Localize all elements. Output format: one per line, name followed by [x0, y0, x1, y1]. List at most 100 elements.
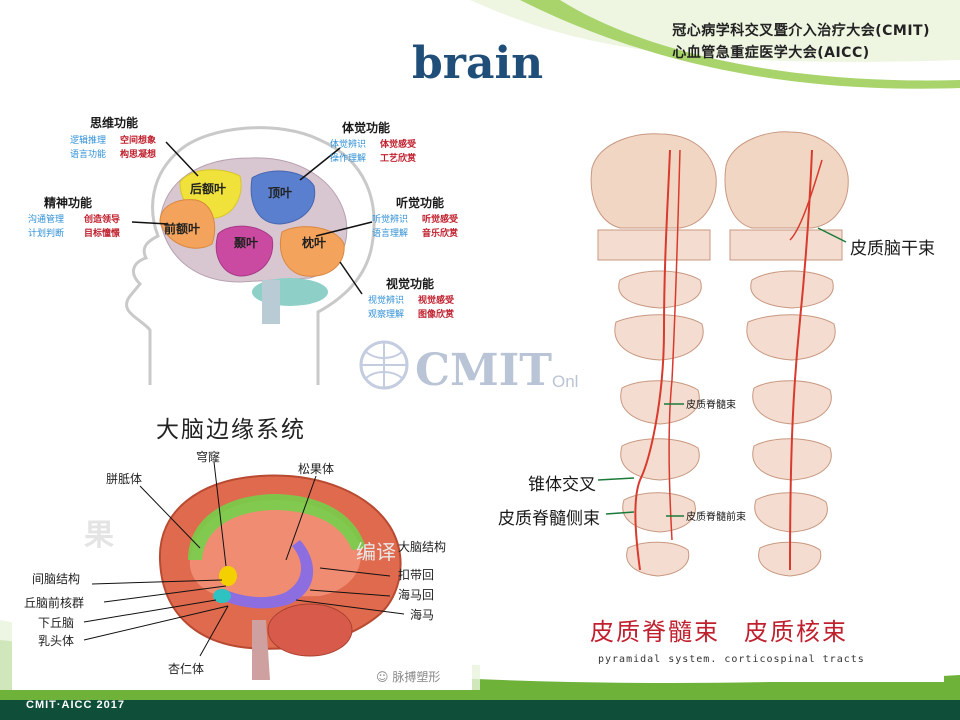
function-hearing-red-2: 音乐欣赏: [422, 229, 459, 239]
label-mammillary-body: 乳头体: [38, 634, 75, 648]
function-mental-red-2: 目标憧憬: [84, 229, 121, 239]
right-midbrain-section: [729, 229, 843, 261]
function-body-sense-blue-1: 体觉辨识: [330, 140, 367, 150]
label-anterior-thalamic-nuclei: 丘脑前核群: [24, 596, 85, 610]
function-thinking-title: 思维功能: [90, 116, 139, 130]
function-thinking-blue-2: 语言功能: [70, 150, 107, 160]
lobe-occipital: 枕叶: [302, 236, 327, 250]
pointer-line-hearing: [315, 221, 373, 237]
left-anterior-tract: [668, 149, 681, 541]
pointer-line-body-sense: [299, 147, 341, 181]
lobe-temporal: 颞叶: [234, 236, 259, 250]
pointer-line-vision: [339, 261, 363, 295]
wechat-source-label: 脉搏塑形: [392, 670, 441, 684]
label-anterior-corticospinal: 皮质脊髓前束: [686, 512, 746, 523]
left-corticospinal-tract: [634, 149, 671, 571]
lobe-parietal: 顶叶: [268, 186, 293, 200]
leader-pineal: [285, 475, 317, 561]
wechat-source: ☺ 脉搏塑形: [376, 668, 440, 685]
leader-anterior-thalamic: [103, 585, 227, 603]
pointer-lateral-tract: [605, 511, 635, 515]
function-body-sense-blue-2: 操作理解: [330, 154, 367, 164]
slide-title: brain: [412, 38, 544, 89]
label-fornix: 穹窿: [196, 450, 221, 464]
left-cerebrum-section: [590, 133, 717, 229]
lobe-prefrontal-shape: [159, 199, 216, 249]
leader-parahippocampal: [309, 589, 391, 597]
label-hypothalamus: 下丘脑: [38, 616, 75, 630]
header-line-2: 心血管急重症医学大会(AICC): [672, 45, 870, 61]
limbic-brainstem-shape: [252, 620, 270, 680]
leader-hypothalamus: [83, 599, 217, 623]
lobe-parietal-shape: [250, 170, 316, 225]
lobe-occipital-shape: [280, 226, 345, 277]
pointer-line-thinking: [165, 141, 199, 177]
leader-hippocampus: [295, 599, 405, 615]
lobe-temporal-shape: [215, 225, 274, 277]
label-pyramidal-decussation: 锥体交叉: [528, 475, 596, 495]
lobe-posterior-frontal: 后额叶: [190, 182, 227, 196]
thalamus-teal-shape: [213, 589, 231, 603]
limbic-title: 大脑边缘系统: [156, 417, 306, 443]
leader-mammillary: [83, 605, 229, 641]
function-vision-red-2: 图像欣赏: [418, 310, 455, 320]
left-midbrain-section: [597, 229, 711, 261]
label-diencephalon: 间脑结构: [32, 572, 81, 586]
function-vision-title: 视觉功能: [386, 277, 435, 291]
function-mental-blue-2: 计划判断: [28, 229, 65, 239]
cingulate-shape: [188, 494, 366, 560]
limbic-watermark-left: 果: [84, 518, 114, 553]
leader-cingulate: [319, 567, 391, 577]
function-mental-blue-1: 沟通管理: [28, 215, 65, 225]
label-pineal-body: 松果体: [298, 462, 335, 476]
cmit-globe-icon: [359, 340, 409, 390]
label-lateral-corticospinal: 皮质脊髓侧束: [498, 509, 600, 529]
label-bottom-corticospinal: 皮质脊髓束: [590, 618, 720, 646]
brainstem-shape: [262, 280, 280, 324]
watermark-cmit: CMIT: [415, 345, 553, 396]
header-line-1: 冠心病学科交叉暨介入治疗大会(CMIT): [672, 23, 930, 39]
label-bottom-corticonuclear: 皮质核束: [744, 618, 848, 646]
label-parahippocampal-gyrus: 海马回: [398, 588, 435, 602]
function-hearing-red-1: 听觉感受: [422, 215, 459, 225]
function-body-sense-red-1: 体觉感受: [380, 140, 417, 150]
hippocampus-shape: [222, 540, 314, 609]
leader-diencephalon: [91, 579, 223, 585]
tract-caption: pyramidal system. corticospinal tracts: [598, 654, 865, 665]
label-cerebral-structure: 大脑结构: [398, 540, 447, 554]
thalamus-yellow-shape: [219, 566, 237, 586]
function-hearing-title: 听觉功能: [396, 196, 445, 210]
limbic-watermark-right: 编译: [356, 540, 396, 564]
pointer-decussation: [597, 477, 635, 481]
label-corticospinal-tract: 皮质脊髓束: [686, 400, 736, 411]
conference-header: 冠心病学科交叉暨介入治疗大会(CMIT) 心血管急重症医学大会(AICC): [672, 20, 930, 64]
pointer-line-mental: [131, 221, 169, 225]
label-corticobulbar-tract: 皮质脑干束: [850, 239, 935, 259]
function-vision-red-1: 视觉感受: [418, 296, 455, 306]
label-hippocampus: 海马: [410, 608, 435, 622]
pointer-corticobulbar: [817, 227, 847, 243]
right-branch-tract: [789, 159, 823, 241]
left-spinal-sections: [614, 270, 704, 577]
leader-fornix: [213, 461, 227, 567]
footer-label: CMIT·AICC 2017: [26, 699, 125, 711]
function-vision-blue-1: 视觉辨识: [368, 296, 405, 306]
header-swoosh: [520, 0, 960, 89]
label-amygdala: 杏仁体: [168, 662, 205, 676]
limbic-cerebellum-shape: [267, 603, 353, 657]
leader-corpus-callosum: [139, 485, 201, 549]
function-hearing-blue-2: 语言理解: [372, 229, 409, 239]
function-vision-blue-2: 观察理解: [368, 310, 405, 320]
function-hearing-blue-1: 听觉辨识: [372, 215, 409, 225]
function-body-sense-title: 体觉功能: [342, 121, 391, 135]
function-thinking-red-1: 空间想象: [120, 136, 157, 146]
label-corpus-callosum: 胼胝体: [106, 472, 143, 486]
header-swoosh-light: [470, 0, 960, 62]
leader-amygdala: [199, 605, 229, 657]
label-cingulate-gyrus: 扣带回: [398, 568, 435, 582]
function-body-sense-red-2: 工艺欣赏: [380, 154, 417, 164]
